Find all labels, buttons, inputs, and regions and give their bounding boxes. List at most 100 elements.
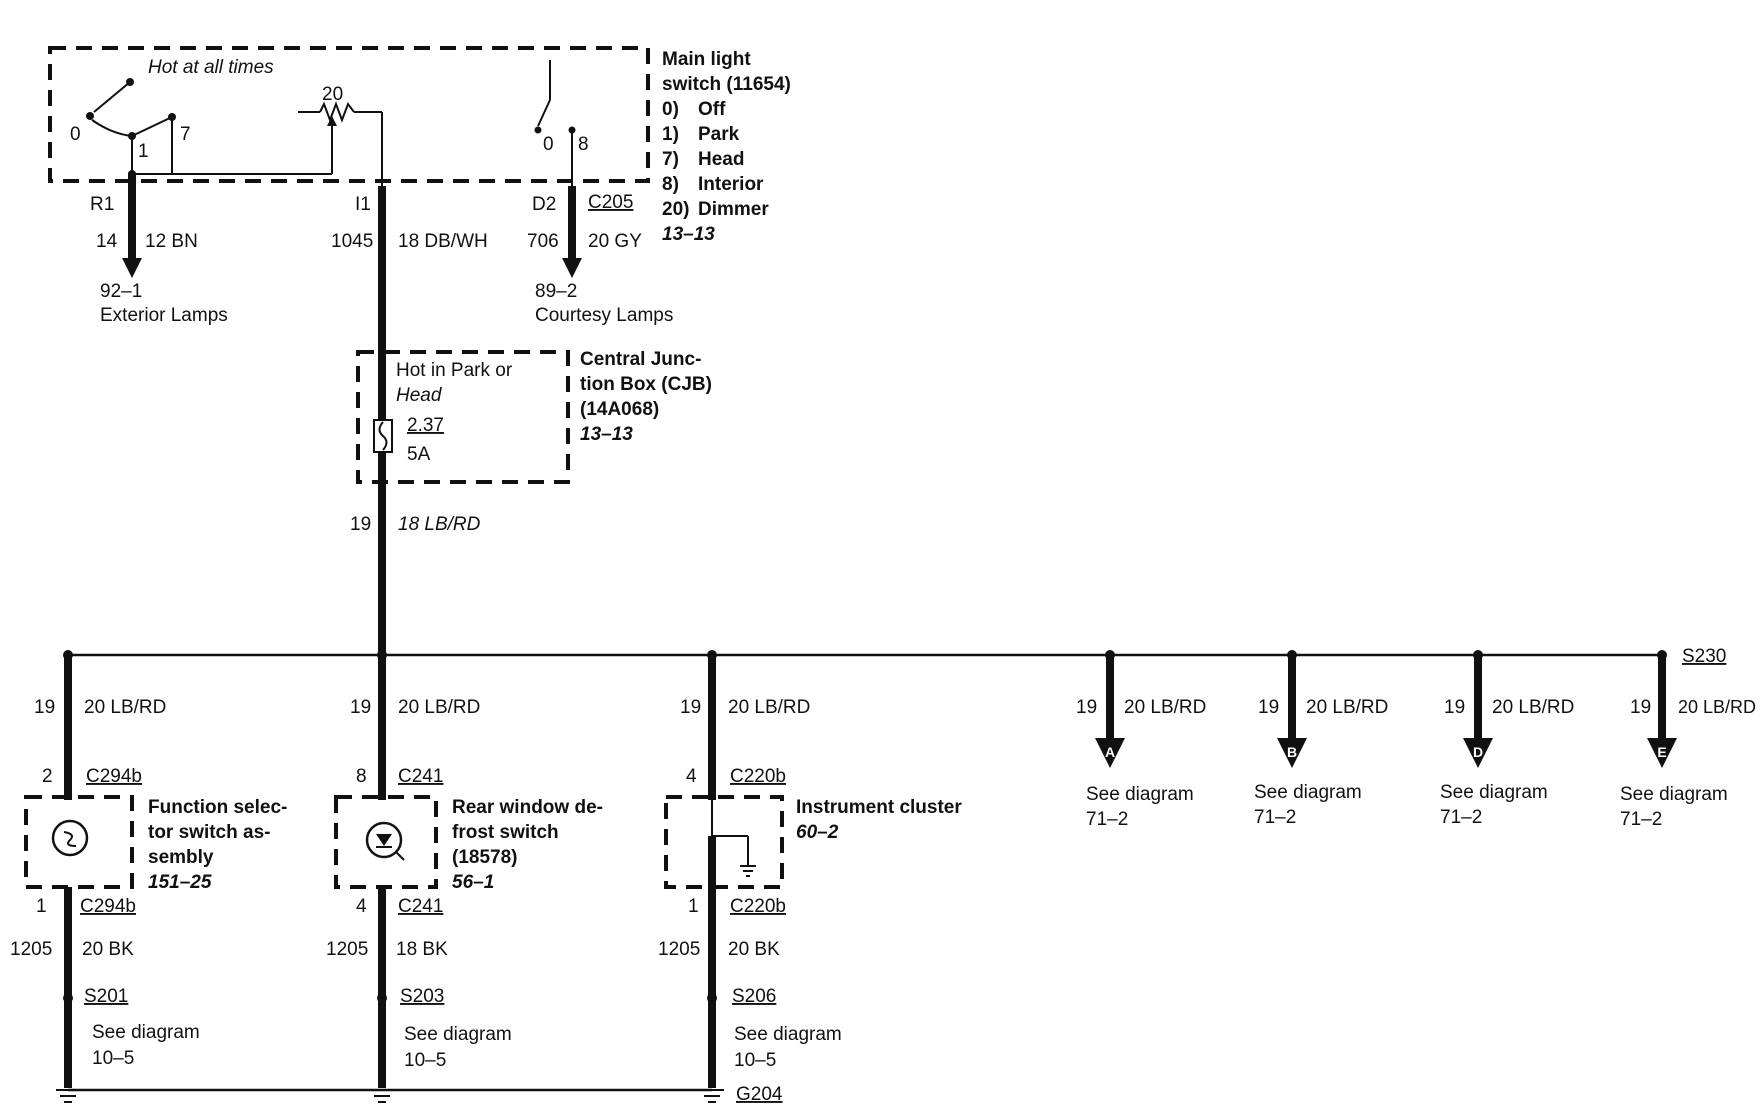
i1-wire: 18 DB/WH xyxy=(398,231,488,252)
branch-instrument-cluster: 19 20 LB/RD 4 C220b Instrument cluster 6… xyxy=(658,655,962,1103)
central-junction-box: Hot in Park or Head 2.37 5A Central Junc… xyxy=(350,349,712,655)
arrow-b-wire: 20 LB/RD xyxy=(1306,697,1388,718)
branch-1-title-3: sembly xyxy=(148,847,214,868)
arrow-d-circuit: 19 xyxy=(1444,697,1465,718)
branch-1-circuit: 19 xyxy=(34,697,55,718)
branch-2-title-2: frost switch xyxy=(452,822,559,843)
arrow-b-letter: B xyxy=(1287,744,1297,760)
r1-pin: R1 xyxy=(90,194,114,215)
hot-at-all-times-label: Hot at all times xyxy=(148,57,274,78)
instrument-cluster-box xyxy=(664,795,784,889)
branch-2-splice: S203 xyxy=(400,986,444,1007)
diode-icon xyxy=(376,834,392,846)
branch-2-g-wire: 18 BK xyxy=(396,939,448,960)
branch-3-circuit: 19 xyxy=(680,697,701,718)
branch-1-title-1: Function selec- xyxy=(148,797,287,818)
r1-circuit: 14 xyxy=(96,231,118,252)
main-switch-title-1: Main light xyxy=(662,49,751,70)
branch-2-pin-in: 8 xyxy=(356,766,367,787)
branch-1-g-circuit: 1205 xyxy=(10,939,52,960)
branch-3-title-1: Instrument cluster xyxy=(796,797,962,818)
branch-2-wire: 20 LB/RD xyxy=(398,697,480,718)
branch-1-ref: 151–25 xyxy=(148,872,212,893)
arrow-e-see-1: See diagram xyxy=(1620,784,1728,805)
arrow-d-see-2: 71–2 xyxy=(1440,807,1482,828)
switch-pos-7: 7 xyxy=(180,124,191,145)
branch-function-selector: 19 20 LB/RD 2 C294b Function selec- tor … xyxy=(10,655,287,1103)
arrow-b-see-1: See diagram xyxy=(1254,782,1362,803)
branch-2-title-3: (18578) xyxy=(452,847,518,868)
selector-switch-icon xyxy=(51,819,89,857)
arrow-e-circuit: 19 xyxy=(1630,697,1651,718)
r1-dest: Exterior Lamps xyxy=(100,305,228,326)
r1-wire: 12 BN xyxy=(145,231,198,252)
arrow-a-circuit: 19 xyxy=(1076,697,1097,718)
branch-3-see-2: 10–5 xyxy=(734,1050,776,1071)
branch-1-wire: 20 LB/RD xyxy=(84,697,166,718)
branch-3-g-wire: 20 BK xyxy=(728,939,780,960)
branch-2-circuit: 19 xyxy=(350,697,371,718)
cjb-out-wire: 18 LB/RD xyxy=(398,514,481,535)
ground-g204: G204 xyxy=(68,1084,783,1105)
arrow-e-wire: 20 LB/RD xyxy=(1678,697,1756,717)
legend-key-0: 0) xyxy=(662,99,679,120)
arrow-a-icon xyxy=(1095,738,1125,768)
branch-3-wire: 20 LB/RD xyxy=(728,697,810,718)
legend-key-3: 8) xyxy=(662,174,679,195)
cjb-box xyxy=(356,350,570,484)
cjb-fuse-num: 2.37 xyxy=(407,415,444,436)
legend-val-1: Park xyxy=(698,124,740,145)
branch-2-conn-in: C241 xyxy=(398,766,443,787)
cjb-title-1: Central Junc- xyxy=(580,349,701,370)
branch-1-see-2: 10–5 xyxy=(92,1048,134,1069)
d2-wire: 20 GY xyxy=(588,231,642,252)
branch-2-title-1: Rear window de- xyxy=(452,797,603,818)
arrow-branch-e: E 19 20 LB/RD See diagram 71–2 xyxy=(1620,655,1756,830)
branch-3-ref: 60–2 xyxy=(796,822,839,843)
arrow-e-see-2: 71–2 xyxy=(1620,809,1662,830)
arrow-a-see-2: 71–2 xyxy=(1086,809,1128,830)
legend-val-4: Dimmer xyxy=(698,199,769,220)
interior-pos-8: 8 xyxy=(578,134,589,155)
arrow-a-see-1: See diagram xyxy=(1086,784,1194,805)
i1-pin: I1 xyxy=(355,194,371,215)
main-switch-box xyxy=(48,46,650,183)
branch-2-see-2: 10–5 xyxy=(404,1050,446,1071)
main-switch-title-2: switch (11654) xyxy=(662,74,791,95)
switch-pos-1: 1 xyxy=(138,141,149,162)
arrow-b-circuit: 19 xyxy=(1258,697,1279,718)
branch-1-conn-in: C294b xyxy=(86,766,142,787)
arrow-b-see-2: 71–2 xyxy=(1254,807,1296,828)
legend-key-2: 7) xyxy=(662,149,679,170)
arrow-d-see-1: See diagram xyxy=(1440,782,1548,803)
branch-1-pin-out: 1 xyxy=(36,896,47,917)
cjb-title-2: tion Box (CJB) xyxy=(580,374,712,395)
arrow-e-letter: E xyxy=(1657,744,1666,760)
legend-key-4: 20) xyxy=(662,199,689,220)
splice-label: S230 xyxy=(1682,646,1726,667)
arrow-branch-a: A 19 20 LB/RD See diagram 71–2 xyxy=(1076,655,1206,830)
i1-circuit: 1045 xyxy=(331,231,373,252)
legend-key-1: 1) xyxy=(662,124,679,145)
ground-label: G204 xyxy=(736,1084,783,1105)
branch-2-g-circuit: 1205 xyxy=(326,939,368,960)
branch-2-conn-out: C241 xyxy=(398,896,443,917)
d2-dest-ref: 89–2 xyxy=(535,281,577,302)
branch-3-splice: S206 xyxy=(732,986,776,1007)
branch-1-see-1: See diagram xyxy=(92,1022,200,1043)
cjb-hot-2: Head xyxy=(396,385,443,406)
arrow-branch-d: D 19 20 LB/RD See diagram 71–2 xyxy=(1440,655,1574,828)
arrow-e-icon xyxy=(1647,738,1677,768)
legend-val-2: Head xyxy=(698,149,744,170)
arrow-a-wire: 20 LB/RD xyxy=(1124,697,1206,718)
r1-dest-ref: 92–1 xyxy=(100,281,142,302)
main-light-switch: Hot at all times 0 1 7 20 0 8 Main light xyxy=(48,46,791,245)
d2-circuit: 706 xyxy=(527,231,559,252)
branch-2-see-1: See diagram xyxy=(404,1024,512,1045)
d2-pin: D2 xyxy=(532,194,556,215)
switch-pos-20: 20 xyxy=(322,84,343,105)
branch-rear-defrost: 19 20 LB/RD 8 C241 Rear window de- frost… xyxy=(326,655,603,1103)
arrow-d-wire: 20 LB/RD xyxy=(1492,697,1574,718)
branch-1-pin-in: 2 xyxy=(42,766,53,787)
arrow-d-letter: D xyxy=(1473,744,1483,760)
